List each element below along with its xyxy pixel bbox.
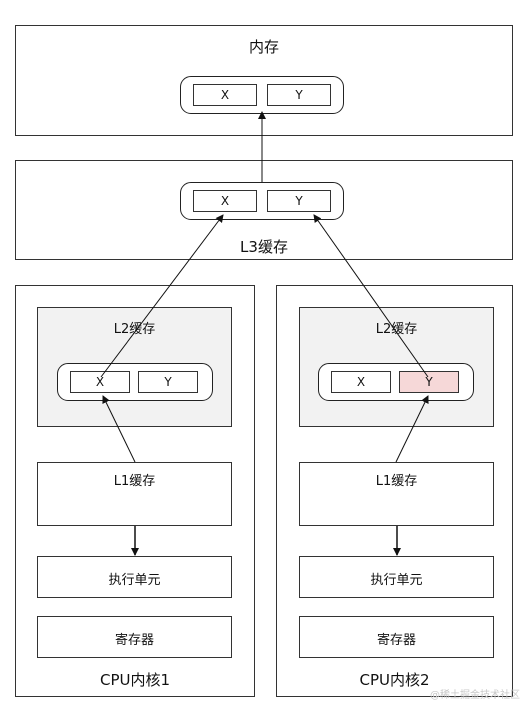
core1-execution-unit-label: 执行单元 [108, 573, 161, 588]
l3-y-cell: Y [267, 190, 331, 212]
l3-pill: X Y [180, 182, 344, 220]
l3-cache-box: L3缓存 [15, 160, 513, 260]
core2-l2-y-cell: Y [399, 371, 459, 393]
core2-l2-x-cell: X [331, 371, 391, 393]
core1-execution-unit-box: 执行单元 [37, 556, 232, 598]
core1-l2-pill: X Y [57, 363, 213, 401]
core1-l2-to-l3-arrow [100, 214, 224, 378]
core1-l2-x-cell: X [70, 371, 130, 393]
memory-title: 内存 [248, 38, 279, 56]
core2-execution-unit-box: 执行单元 [299, 556, 494, 598]
core2-l1-cache-title: L1缓存 [375, 474, 418, 489]
core2-l1-to-l2-arrow [395, 395, 429, 463]
core1-l1-cache-title: L1缓存 [113, 474, 156, 489]
core2-l1-cache-box: L1缓存 [299, 462, 494, 526]
core1-l2-cache-title: L2缓存 [113, 322, 156, 337]
core1-register-label: 寄存器 [114, 633, 154, 648]
memory-pill: X Y [180, 76, 344, 114]
core2-l2-to-l3-arrow [313, 214, 429, 378]
core2-l2-pill: X Y [318, 363, 474, 401]
memory-x-cell: X [193, 84, 257, 106]
watermark: @稀土掘金技术社区 [430, 690, 520, 701]
core1-l1-cache-box: L1缓存 [37, 462, 232, 526]
l3-x-cell: X [193, 190, 257, 212]
cpu-core-2-title: CPU内核2 [359, 671, 430, 689]
core1-register-box: 寄存器 [37, 616, 232, 658]
l3-cache-title: L3缓存 [240, 238, 288, 256]
core2-register-box: 寄存器 [299, 616, 494, 658]
core1-l2-y-cell: Y [138, 371, 198, 393]
core1-l1-to-l2-arrow [102, 395, 136, 463]
core2-l2-cache-title: L2缓存 [375, 322, 418, 337]
core2-execution-unit-label: 执行单元 [370, 573, 423, 588]
memory-y-cell: Y [267, 84, 331, 106]
cpu-core-1-title: CPU内核1 [99, 671, 171, 689]
core2-register-label: 寄存器 [376, 633, 416, 648]
